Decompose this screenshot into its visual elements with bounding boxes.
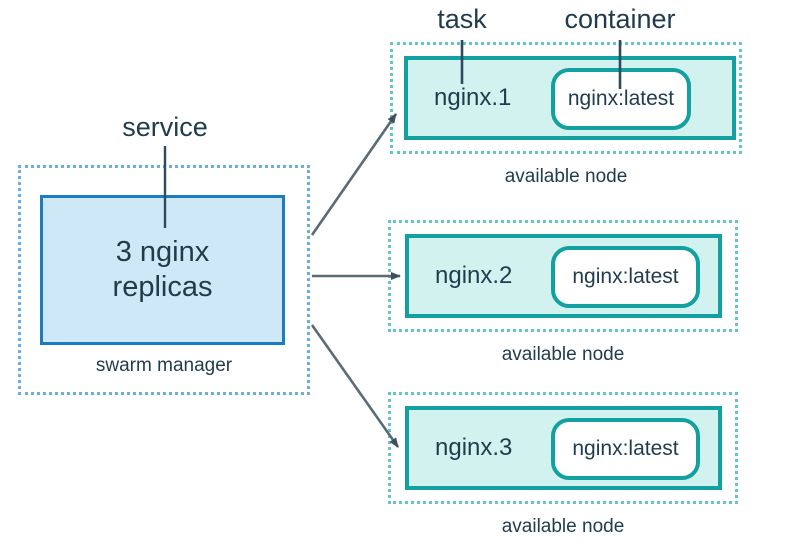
container-box-2[interactable]: nginx:latest (551, 246, 700, 308)
container-box-3[interactable]: nginx:latest (551, 418, 700, 480)
annotation-task-label: task (437, 4, 487, 34)
available-node-group-3 (388, 392, 738, 504)
available-node-caption-2: available node (501, 344, 625, 365)
task-label-1: nginx.1 (434, 84, 512, 111)
container-label-1: nginx:latest (567, 87, 675, 110)
container-box-1[interactable]: nginx:latest (551, 68, 691, 130)
available-node-group-1 (390, 42, 742, 154)
task-label-3: nginx.3 (435, 434, 513, 461)
annotation-container-label: container (564, 4, 676, 34)
container-label-3: nginx:latest (572, 437, 679, 460)
arrow-manager-to-node-3 (310, 324, 400, 448)
service-box[interactable]: 3 nginx replicas (40, 195, 285, 345)
task-label-2: nginx.2 (435, 262, 513, 289)
swarm-manager-caption: swarm manager (95, 355, 233, 376)
annotation-service-label: service (122, 112, 208, 142)
service-replicas-line2: replicas (112, 271, 213, 303)
available-node-caption-1: available node (504, 166, 628, 187)
container-label-2: nginx:latest (572, 265, 679, 288)
arrow-manager-to-node-1 (310, 113, 398, 236)
service-replicas-line1: 3 nginx (115, 235, 210, 268)
service-box-text: 3 nginx replicas (113, 235, 213, 306)
available-node-caption-3: available node (501, 516, 625, 537)
